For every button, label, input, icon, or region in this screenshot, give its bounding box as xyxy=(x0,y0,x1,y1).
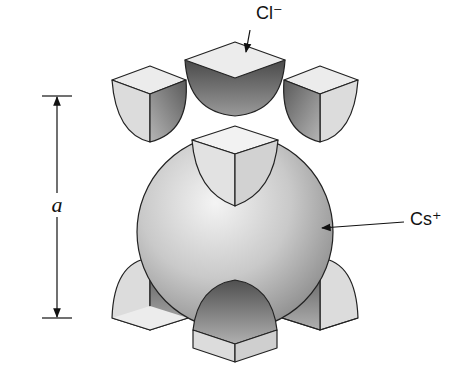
chloride-octant xyxy=(185,42,285,116)
chloride-octant xyxy=(284,66,358,142)
dimension-label: a xyxy=(50,193,65,217)
chloride-octant xyxy=(193,280,277,362)
ion-label: Cs⁺ xyxy=(410,210,442,230)
leader-line xyxy=(322,222,404,228)
dimension-line xyxy=(42,96,72,318)
chloride-octant xyxy=(112,66,186,142)
ion-label: Cl⁻ xyxy=(256,4,283,24)
chloride-octant xyxy=(192,126,278,206)
leader-line xyxy=(246,30,250,52)
